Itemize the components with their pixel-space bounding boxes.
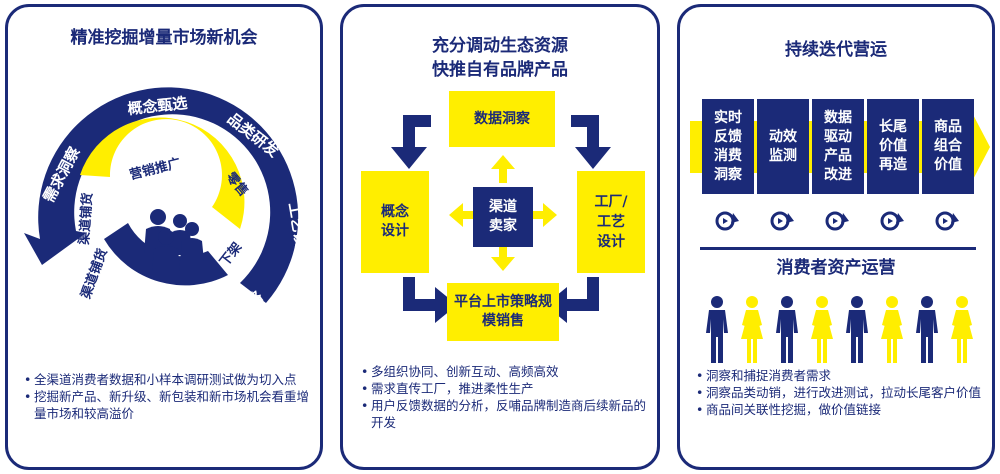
bullet-item: 全渠道消费者数据和小样本调研测试做为切入点: [24, 371, 316, 388]
bullet-item: 洞察品类动销，进行改进测试，拉动长尾客户价值: [696, 384, 988, 401]
panel2-title-line1: 充分调动生态资源: [432, 36, 568, 56]
person-icon: [811, 296, 833, 363]
outer-label-4: 上市策略: [208, 287, 267, 339]
iteration-step-label: 实时反馈消费洞察: [714, 109, 742, 183]
refresh-cycle-icon: [825, 211, 849, 231]
box-platform-launch: 平台上市策略规模销售: [447, 283, 559, 341]
panel3-subtitle: 消费者资产运营: [776, 258, 896, 278]
person-icon: [741, 296, 763, 363]
panel2-bullet-list: 多组织协同、创新互动、高频高效 需求直传工厂，推进柔性生产 用户反馈数据的分析，…: [361, 363, 651, 431]
bullet-item: 需求直传工厂，推进柔性生产: [361, 380, 651, 397]
iteration-step-label: 动效监测: [769, 128, 797, 164]
refresh-cycle-icon: [880, 211, 904, 231]
people-group-icon: [144, 209, 204, 271]
iteration-step-label: 数据驱动产品改进: [824, 109, 852, 183]
inner-label-4: 渠道铺货: [77, 246, 110, 301]
inner-label-0: 营销推广: [128, 155, 182, 183]
center-arrows: [449, 155, 557, 271]
arrow-top-to-left: [391, 115, 431, 169]
person-icon: [951, 296, 973, 363]
panel3-bullet-list: 洞察和捕捉消费者需求 洞察品类动销，进行改进测试，拉动长尾客户价值 商品间关联性…: [696, 367, 988, 418]
iteration-step-1: 动效监测: [757, 99, 809, 194]
inner-label-2: 下架: [217, 239, 246, 269]
refresh-cycle-icon: [935, 211, 959, 231]
iteration-step-0: 实时反馈消费洞察: [702, 99, 754, 194]
refresh-cycle-icon: [715, 211, 739, 231]
inner-ring: [80, 117, 245, 229]
box-channel-seller: 渠道卖家: [473, 187, 533, 247]
iteration-step-3: 长尾价值再造: [867, 99, 919, 194]
box-data-insight: 数据洞察: [449, 91, 555, 147]
arrow-center-up: [491, 155, 515, 183]
box-factory-design-label: 工厂/工艺设计: [594, 194, 628, 250]
panel1-title: 精准挖掘增量市场新机会: [70, 28, 258, 48]
panel2-title-line2: 快推自有品牌产品: [432, 60, 568, 80]
box-factory-design: 工厂/工艺设计: [577, 171, 645, 273]
bullet-item: 商品间关联性挖掘，做价值链接: [696, 401, 988, 418]
arrow-center-left: [449, 203, 473, 227]
inner-label-3: 营销策略: [128, 283, 191, 313]
bullet-item: 用户反馈数据的分析，反哺品牌制造商后续新品的开发: [361, 397, 651, 431]
inner-label-5: 渠道铺货: [76, 192, 96, 246]
panel-market-opportunity: 精准挖掘增量市场新机会 需求洞察 概念甄选 品类研发 工艺设计 上市策略 营销推…: [5, 4, 323, 470]
person-icon: [916, 296, 938, 363]
bullet-item: 挖掘新产品、新升级、新包装和新市场机会看重增量市场和较高溢价: [24, 388, 316, 422]
arrow-center-down: [491, 243, 515, 271]
panel1-bullet-list: 全渠道消费者数据和小样本调研测试做为切入点 挖掘新产品、新升级、新包装和新市场机…: [24, 371, 316, 422]
iteration-step-label: 长尾价值再造: [879, 119, 907, 173]
outer-ring: [24, 87, 299, 303]
bullet-item: 多组织协同、创新互动、高频高效: [361, 363, 651, 380]
iteration-step-label: 商品组合价值: [934, 119, 962, 173]
box-channel-seller-label: 渠道卖家: [489, 199, 517, 234]
refresh-cycle-icon: [770, 211, 794, 231]
person-icon: [881, 296, 903, 363]
iteration-step-4: 商品组合价值: [922, 99, 974, 194]
panel3-title: 持续迭代营运: [785, 40, 887, 60]
section-divider: [700, 247, 976, 250]
box-platform-launch-label: 平台上市策略规模销售: [454, 294, 552, 329]
panel-continuous-iteration: 持续迭代营运 实时反馈消费洞察 动效监测 数据驱动产品改进 长尾价值再造 商品组…: [677, 4, 995, 470]
box-concept-design-label: 概念设计: [381, 204, 409, 239]
opportunity-cycle-diagram: 需求洞察 概念甄选 品类研发 工艺设计 上市策略 营销推广 零售 下架 营销策略…: [24, 87, 313, 339]
arrow-top-to-right: [571, 115, 611, 169]
iteration-step-2: 数据驱动产品改进: [812, 99, 864, 194]
bullet-item: 洞察和捕捉消费者需求: [696, 367, 988, 384]
box-concept-design: 概念设计: [361, 171, 429, 273]
panel-ecosystem-resources: 充分调动生态资源 快推自有品牌产品 数据洞察 概念设计 渠道卖家: [340, 4, 660, 470]
person-icon: [776, 296, 798, 363]
person-icon: [706, 296, 728, 363]
arrow-left-to-bottom: [403, 277, 457, 323]
arrow-center-right: [533, 203, 557, 227]
person-icon: [846, 296, 868, 363]
